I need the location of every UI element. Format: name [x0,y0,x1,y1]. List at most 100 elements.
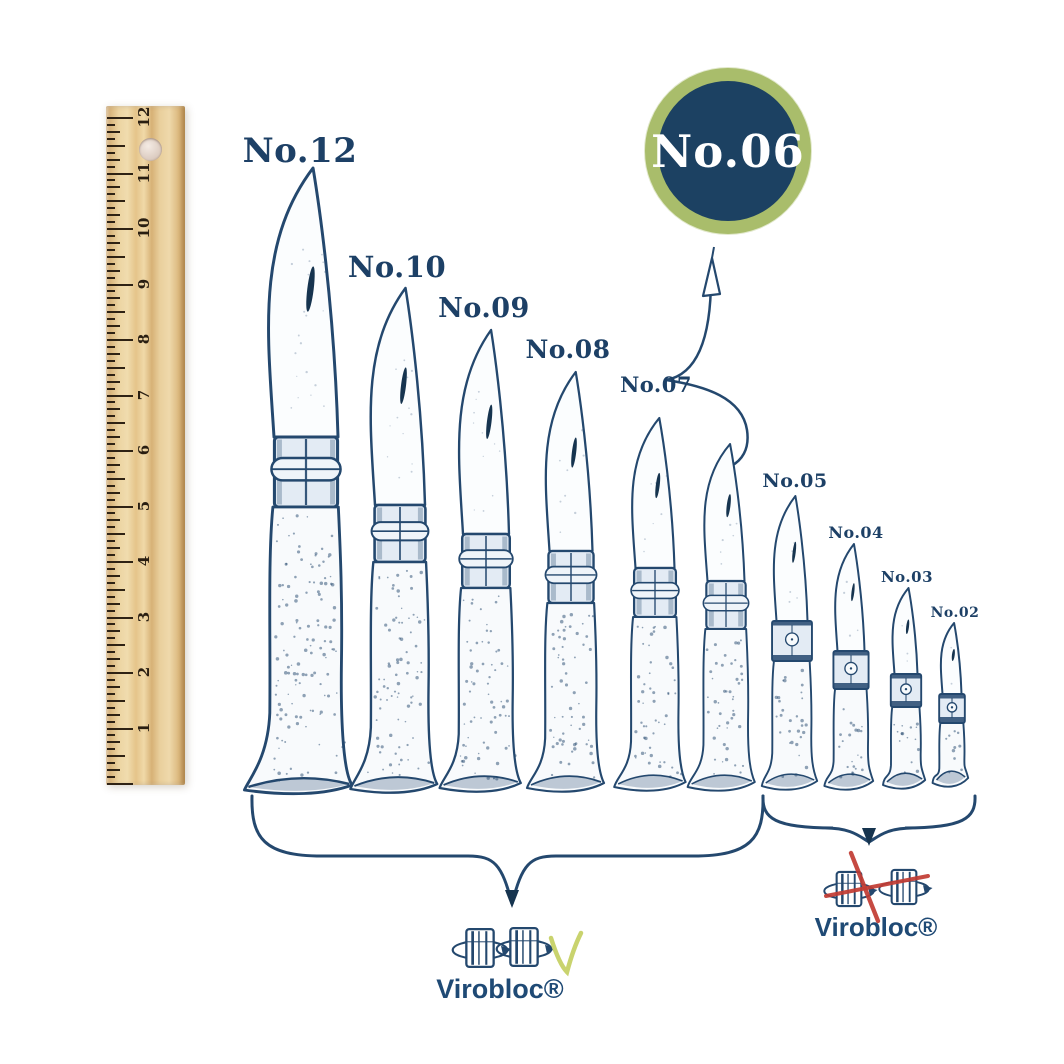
ruler-tick [107,776,115,779]
ruler-tick [107,699,125,702]
knife-no-06 [686,442,756,792]
ruler-tick [107,165,115,168]
ruler-tick [107,234,115,237]
ruler-tick [107,463,120,466]
ruler-tick [107,526,115,529]
ruler-tick [107,130,120,133]
ruler-tick [107,269,120,272]
ruler-tick [107,415,115,418]
ruler-hole [139,138,162,161]
ruler-tick [107,720,115,723]
ruler-tick [107,172,133,175]
ruler-tick [107,533,125,536]
ruler-tick [107,158,120,161]
ruler-tick [107,554,115,557]
ruler-tick [107,706,115,709]
ruler-tick [107,144,125,147]
knife-label-no-07: No.07 [620,372,692,397]
ruler-tick [107,713,120,716]
knife-label-no-09: No.09 [438,293,530,324]
ruler-tick [107,311,125,314]
ruler-tick [107,623,115,626]
ruler-tick [107,574,120,577]
ruler-tick [107,769,120,772]
ruler-tick [107,304,115,307]
ruler-tick [107,644,125,647]
virobloc-label-crossed: Virobloc® [814,912,938,942]
virobloc-collar-icon [495,926,556,968]
ruler-tick [107,429,115,432]
ruler-tick [107,200,125,203]
ruler-tick [107,290,115,293]
ruler-tick [107,408,120,411]
ruler-tick [107,658,120,661]
size-badge: No.06 [645,68,811,234]
ruler-tick [107,672,133,674]
ruler-tick [107,540,115,543]
ruler-tick [107,498,115,501]
ruler-tick [107,339,133,341]
ruler-tick [107,283,133,286]
knife-label-no-12: No.12 [243,131,358,171]
ruler-tick [107,443,115,446]
ruler-tick [107,678,115,681]
ruler-tick [107,505,133,508]
virobloc-no-brace [761,794,977,846]
knife-no-10: No.10 [348,250,446,794]
ruler-tick [107,637,115,640]
virobloc-yes-icons [451,926,584,977]
ruler-tick [107,221,115,224]
ruler-tick [107,588,125,591]
ruler-tick [107,380,120,383]
knife-label-no-02: No.02 [931,605,980,621]
ruler-tick [107,214,120,217]
ruler-tick [107,241,120,244]
ruler-tick [107,651,115,654]
ruler-tick [107,450,133,452]
ruler-tick [107,561,133,563]
ruler-tick [107,470,115,473]
virobloc-no-icons [823,850,933,924]
knife-no-03: No.03 [881,568,933,790]
ruler-tick [107,366,125,369]
ruler-tick [107,123,115,126]
ruler-tick [107,484,115,487]
ruler-tick [107,345,115,348]
knife-no-08: No.08 [525,335,610,793]
ruler-tick [107,394,133,397]
ruler-tick [107,692,115,695]
ruler-tick [107,755,125,758]
ruler-tick [107,373,115,376]
ruler-tick [107,477,125,480]
ruler-tick [107,616,133,619]
ruler-tick [107,228,133,230]
ruler-tick [107,117,133,119]
ruler-tick [107,519,120,522]
red-cross-icon [824,850,930,924]
ruler-tick [107,609,115,612]
virobloc-label: Virobloc® [436,974,564,1004]
ruler-tick [107,151,115,154]
ruler-tick [107,762,115,765]
ruler-tick [107,436,120,439]
check-icon [548,930,584,977]
virobloc-yes-brace [250,794,765,908]
ruler-tick [107,491,120,494]
ruler-tick [107,352,120,355]
ruler-tick [107,512,115,515]
ruler-tick [107,186,120,189]
ruler-tick [107,325,120,328]
ruler-tick [107,741,120,744]
knife-label-no-04: No.04 [828,523,883,542]
ruler-tick [107,255,125,258]
ruler-tick [107,137,115,140]
ruler-tick [107,783,133,785]
knife-no-12: No.12 [243,131,358,796]
knife-no-04: No.04 [823,523,883,791]
ruler-tick [107,665,115,668]
ruler-tick [107,581,115,584]
ruler-tick [107,422,125,425]
ruler-tick [107,401,115,404]
